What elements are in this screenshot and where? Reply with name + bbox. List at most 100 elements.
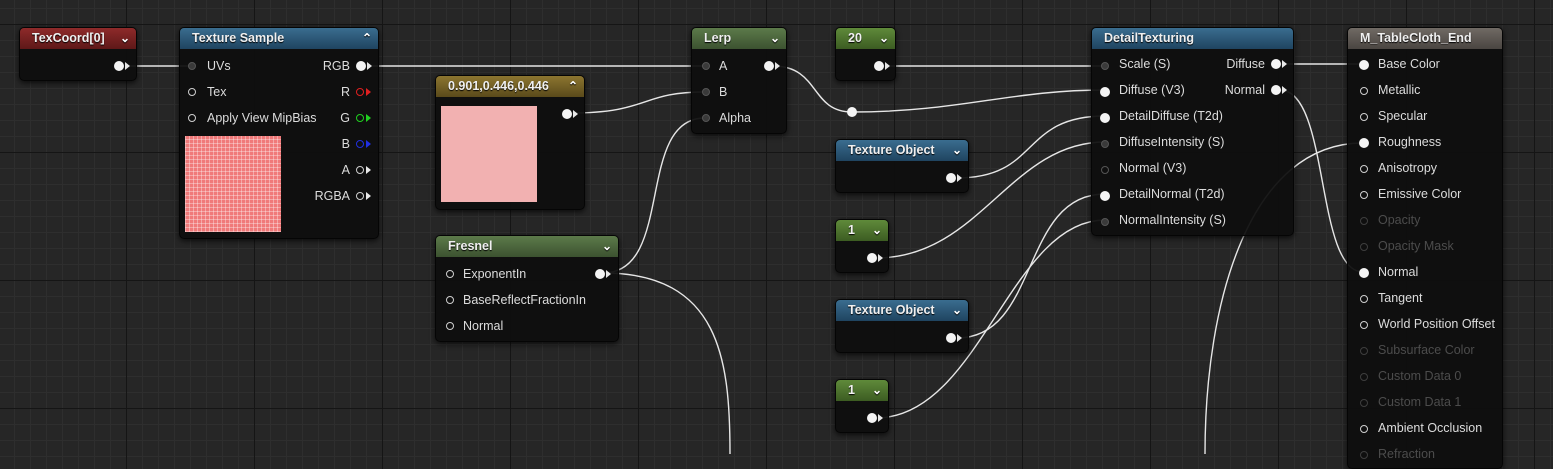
apply-view-mipbias-input-pin[interactable] [188, 114, 196, 122]
detaildiffuse-input-pin[interactable] [1100, 113, 1110, 123]
lerp-alpha-input-pin[interactable] [702, 114, 710, 122]
ambient-occlusion-input-pin[interactable] [1360, 425, 1368, 433]
texcoord-header[interactable]: TexCoord[0] ⌄ [20, 28, 136, 49]
constant3-vector-header[interactable]: 0.901,0.446,0.446 ⌃ [436, 76, 584, 97]
basereflectfractionin-input-pin[interactable] [446, 296, 454, 304]
r-output-pin[interactable] [356, 88, 364, 96]
chevron-down-icon[interactable]: ⌄ [769, 31, 780, 45]
texture-object-header-1[interactable]: Texture Object ⌄ [836, 140, 968, 161]
texcoord-title: TexCoord[0] [32, 31, 105, 45]
normal-input-pin[interactable] [1359, 268, 1369, 278]
texture-object-output-pin-1[interactable] [946, 173, 956, 183]
constant-1-header-b[interactable]: 1 ⌄ [836, 380, 888, 401]
g-output-pin[interactable] [356, 114, 364, 122]
a-output-label: A [341, 163, 350, 177]
constant-1-output-pin-b[interactable] [867, 413, 877, 423]
detail-texturing-node[interactable]: DetailTexturing Scale (S) Diffuse (V3) D… [1091, 27, 1294, 236]
normalintensity-label: NormalIntensity (S) [1119, 213, 1226, 227]
lerp-header[interactable]: Lerp ⌄ [692, 28, 786, 49]
texture-sample-title: Texture Sample [192, 31, 285, 45]
pin-arrow-icon [606, 270, 611, 278]
constant3-vector-node[interactable]: 0.901,0.446,0.446 ⌃ [435, 75, 585, 210]
fresnel-header[interactable]: Fresnel ⌄ [436, 236, 618, 257]
normal-output-pin[interactable] [1271, 85, 1281, 95]
chevron-down-icon[interactable]: ⌄ [601, 239, 612, 253]
exponentin-input-pin[interactable] [446, 270, 454, 278]
constant3-output-pin[interactable] [562, 109, 572, 119]
detail-texturing-header[interactable]: DetailTexturing [1092, 28, 1293, 49]
specular-input-pin[interactable] [1360, 113, 1368, 121]
diffuse-v3-input-pin[interactable] [1100, 87, 1110, 97]
constant-1-node-b[interactable]: 1 ⌄ [835, 379, 889, 433]
constant-1-node-a[interactable]: 1 ⌄ [835, 219, 889, 273]
anisotropy-input-pin[interactable] [1360, 165, 1368, 173]
texture-object-node-2[interactable]: Texture Object ⌄ [835, 299, 969, 353]
uvs-input-pin[interactable] [188, 62, 196, 70]
fresnel-node[interactable]: Fresnel ⌄ ExponentIn BaseReflectFraction… [435, 235, 619, 342]
rgb-output-pin[interactable] [356, 61, 366, 71]
scale-input-pin[interactable] [1101, 62, 1109, 70]
lerp-b-label: B [719, 85, 728, 99]
fresnel-output-pin[interactable] [595, 269, 605, 279]
diffuse-output-pin[interactable] [1271, 59, 1281, 69]
a-output-pin[interactable] [356, 166, 364, 174]
normal-v3-input-pin[interactable] [1101, 166, 1109, 174]
chevron-down-icon[interactable]: ⌄ [951, 303, 962, 317]
rgba-output-pin[interactable] [356, 192, 364, 200]
lerp-a-input-pin[interactable] [702, 62, 710, 70]
normalintensity-input-pin[interactable] [1101, 218, 1109, 226]
chevron-down-icon[interactable]: ⌄ [871, 383, 882, 397]
pin-arrow-icon [1282, 60, 1287, 68]
texture-sample-header[interactable]: Texture Sample ⌃ [180, 28, 378, 49]
chevron-up-icon[interactable]: ⌃ [361, 31, 372, 45]
material-result-node[interactable]: M_TableCloth_End Base Color Metallic Spe… [1347, 27, 1503, 469]
chevron-down-icon[interactable]: ⌄ [951, 143, 962, 157]
constant-20-node[interactable]: 20 ⌄ [835, 27, 896, 81]
constant-20-output-pin[interactable] [874, 61, 884, 71]
texture-object-output-pin-2[interactable] [946, 333, 956, 343]
opacity-mask-label: Opacity Mask [1378, 239, 1454, 253]
reroute-node [847, 107, 857, 117]
chevron-down-icon[interactable]: ⌄ [119, 31, 130, 45]
metallic-input-pin[interactable] [1360, 87, 1368, 95]
texture-object-header-2[interactable]: Texture Object ⌄ [836, 300, 968, 321]
material-result-header[interactable]: M_TableCloth_End [1348, 28, 1502, 49]
constant-1-header-a[interactable]: 1 ⌄ [836, 220, 888, 241]
fresnel-normal-input-pin[interactable] [446, 322, 454, 330]
lerp-node[interactable]: Lerp ⌄ A B Alpha [691, 27, 787, 134]
world-position-offset-input-pin[interactable] [1360, 321, 1368, 329]
diffuse-v3-label: Diffuse (V3) [1119, 83, 1185, 97]
rgba-output-label: RGBA [314, 189, 350, 203]
diffuseintensity-input-pin[interactable] [1101, 140, 1109, 148]
pin-arrow-icon [367, 62, 372, 70]
roughness-input-pin[interactable] [1359, 138, 1369, 148]
constant-20-header[interactable]: 20 ⌄ [836, 28, 895, 49]
texcoord-node[interactable]: TexCoord[0] ⌄ [19, 27, 137, 81]
roughness-label: Roughness [1378, 135, 1442, 149]
fresnel-title: Fresnel [448, 239, 493, 253]
custom-data-0-input-pin [1360, 373, 1368, 381]
tex-input-pin[interactable] [188, 88, 196, 96]
chevron-down-icon[interactable]: ⌄ [871, 223, 882, 237]
texture-object-node-1[interactable]: Texture Object ⌄ [835, 139, 969, 193]
chevron-down-icon[interactable]: ⌄ [878, 31, 889, 45]
emissive-color-input-pin[interactable] [1360, 191, 1368, 199]
subsurface-color-label: Subsurface Color [1378, 343, 1475, 357]
chevron-up-icon[interactable]: ⌃ [567, 79, 578, 93]
material-title: M_TableCloth_End [1360, 31, 1472, 45]
lerp-output-pin[interactable] [764, 61, 774, 71]
emissive-color-label: Emissive Color [1378, 187, 1462, 201]
constant-1-output-pin-a[interactable] [867, 253, 877, 263]
detailnormal-label: DetailNormal (T2d) [1119, 187, 1225, 201]
b-output-pin[interactable] [356, 140, 364, 148]
texture-sample-node[interactable]: Texture Sample ⌃ UVs Tex Apply View MipB… [179, 27, 379, 239]
texcoord-output-pin[interactable] [114, 61, 124, 71]
base-color-input-pin[interactable] [1359, 60, 1369, 70]
tangent-input-pin[interactable] [1360, 295, 1368, 303]
detailnormal-input-pin[interactable] [1100, 191, 1110, 201]
lerp-b-input-pin[interactable] [702, 88, 710, 96]
pin-arrow-icon [573, 110, 578, 118]
exponentin-label: ExponentIn [463, 267, 527, 281]
texture-object-title-2: Texture Object [848, 303, 935, 317]
normal-v3-label: Normal (V3) [1119, 161, 1187, 175]
